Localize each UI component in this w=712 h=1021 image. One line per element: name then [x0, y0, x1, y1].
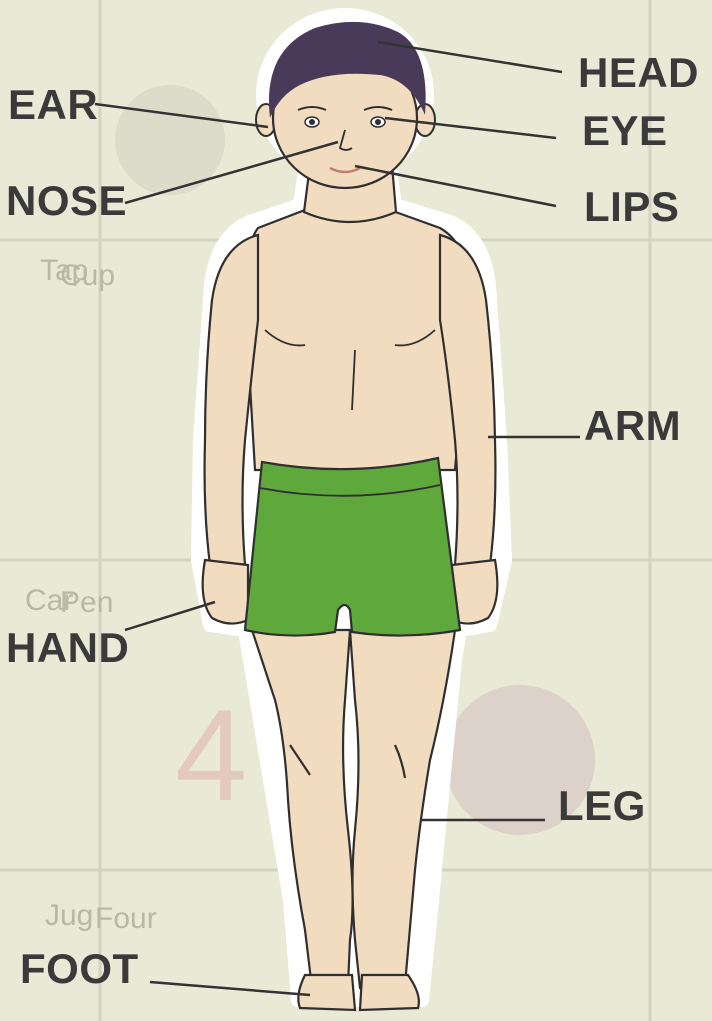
head-label: HEAD [578, 52, 699, 94]
foot-label: FOOT [20, 948, 139, 990]
lips-label: LIPS [584, 186, 679, 228]
background-word: Jug [45, 899, 93, 932]
ear-label: EAR [8, 84, 98, 126]
leg-label: LEG [558, 785, 646, 827]
hand-label: HAND [6, 627, 129, 669]
eye-label: EYE [582, 110, 668, 152]
shorts [245, 458, 460, 636]
background-word: Four [95, 902, 157, 935]
boy-figure [198, 15, 505, 1010]
arm-label: ARM [584, 405, 681, 447]
nose-label: NOSE [6, 180, 127, 222]
background-word: Pen [60, 586, 113, 619]
foot-pointer [150, 982, 310, 995]
background-word: Cup [60, 259, 115, 292]
background-word: 4 [175, 682, 247, 828]
